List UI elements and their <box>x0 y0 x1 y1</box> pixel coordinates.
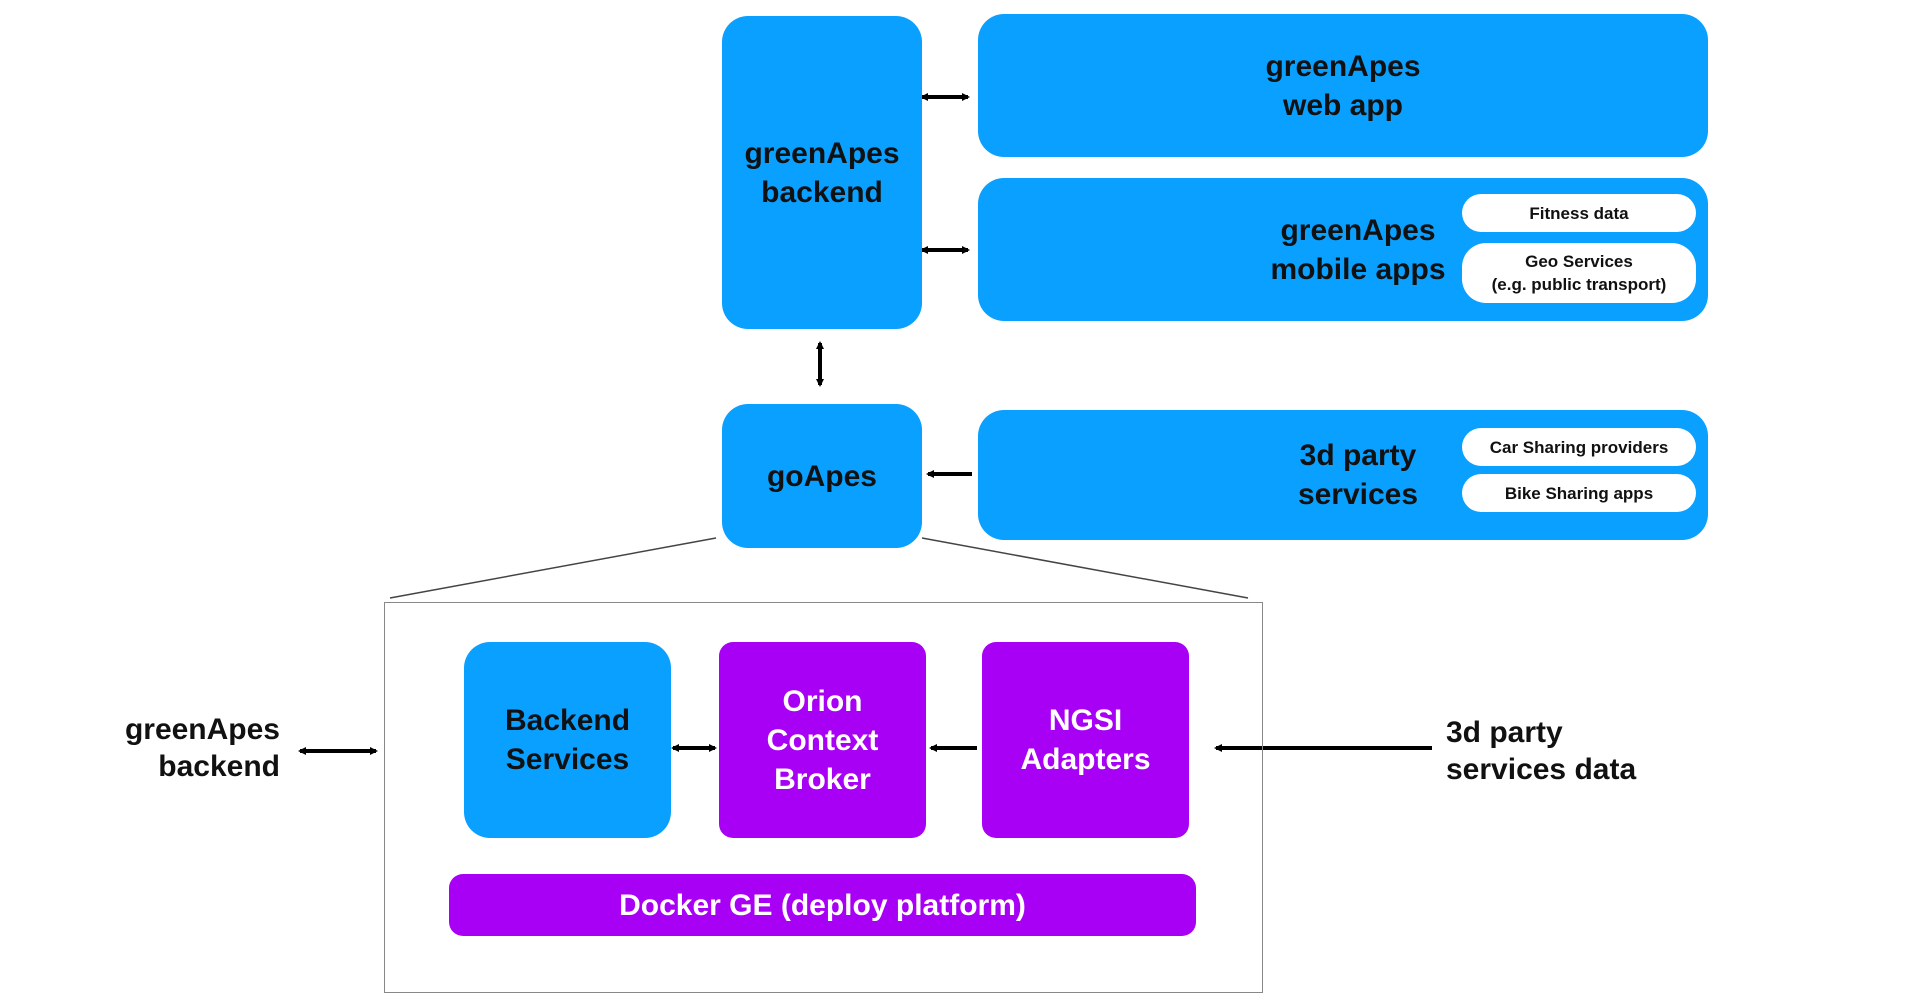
goapes-detail-frame <box>384 602 1263 993</box>
greenapes-mobile-label: greenApes mobile apps <box>1270 213 1446 286</box>
car-sharing-label: Car Sharing providers <box>1489 437 1669 457</box>
docker-ge-label: Docker GE (deploy platform) <box>619 888 1026 922</box>
third-party-services-label: 3d party services <box>1297 439 1419 511</box>
geo-services-pill: Geo Services (e.g. public transport) <box>1462 243 1696 303</box>
fitness-data-label: Fitness data <box>1529 203 1629 223</box>
goapes-label: goApes <box>766 459 877 493</box>
bike-sharing-label: Bike Sharing apps <box>1504 483 1654 503</box>
zoom-line-right <box>921 537 1249 599</box>
backend-services-label: Backend Services <box>504 704 631 776</box>
greenapes-webapp-label: greenApes web app <box>1265 49 1421 122</box>
docker-ge-box: Docker GE (deploy platform) <box>449 874 1196 936</box>
geo-services-label: Geo Services (e.g. public transport) <box>1491 252 1667 294</box>
greenapes-backend-box: greenApes backend <box>722 16 922 329</box>
greenapes-webapp-box: greenApes web app <box>978 14 1708 157</box>
orion-context-broker-label: Orion Context Broker <box>766 684 879 796</box>
external-third-party-data-label: 3d party services data <box>1446 716 1637 786</box>
zoom-line-left <box>389 537 717 599</box>
fitness-data-pill: Fitness data <box>1462 194 1696 232</box>
orion-context-broker-box: Orion Context Broker <box>719 642 926 838</box>
ngsi-adapters-box: NGSI Adapters <box>982 642 1189 838</box>
ngsi-adapters-label: NGSI Adapters <box>1020 704 1151 776</box>
car-sharing-pill: Car Sharing providers <box>1462 428 1696 466</box>
bike-sharing-pill: Bike Sharing apps <box>1462 474 1696 512</box>
backend-services-box: Backend Services <box>464 642 671 838</box>
greenapes-backend-label: greenApes backend <box>744 136 900 209</box>
goapes-box: goApes <box>722 404 922 548</box>
external-greenapes-backend-label: greenApes backend <box>124 713 280 783</box>
